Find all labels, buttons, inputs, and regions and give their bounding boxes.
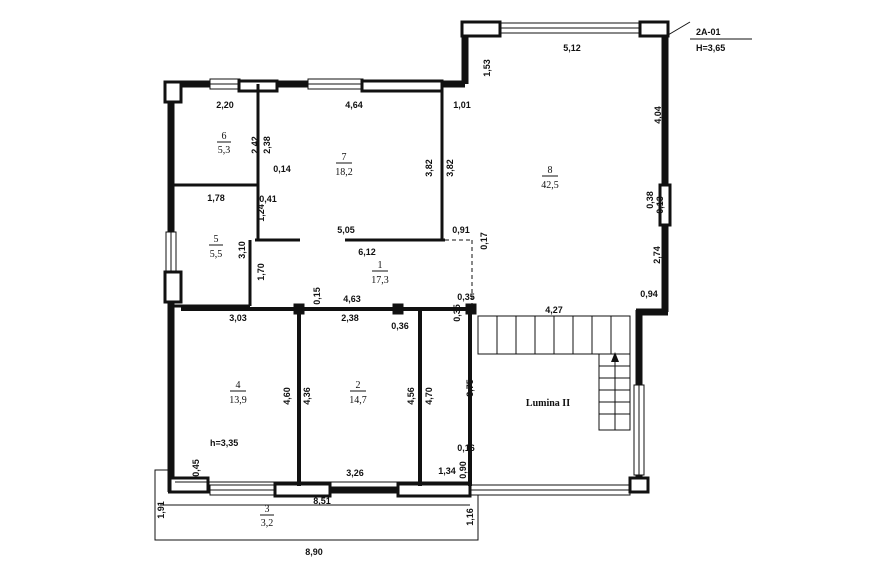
dim-3-10: 3,10 — [237, 241, 247, 259]
dim-0-15: 0,15 — [312, 287, 322, 305]
room-4-number: 4 — [236, 380, 241, 391]
dim-1-34: 1,34 — [438, 466, 456, 476]
dim-3-82-right: 3,82 — [445, 159, 455, 177]
room-1-area: 17,3 — [371, 275, 389, 286]
room-8-area: 42,5 — [541, 180, 559, 191]
dim-1-24: 1,24 — [256, 204, 266, 222]
dim-0-91: 0,91 — [452, 225, 470, 235]
room-3-number: 3 — [265, 504, 270, 515]
dim-1-01: 1,01 — [453, 100, 471, 110]
dim-0-38: 0,38 — [645, 191, 655, 209]
dim-3-26: 3,26 — [346, 468, 364, 478]
dimensions-vertical: 1,53 4,04 2,42 2,38 3,82 3,82 0,38 0,13 … — [156, 59, 665, 526]
dim-1-78: 1,78 — [207, 193, 225, 203]
dim-3-82-left: 3,82 — [424, 159, 434, 177]
dim-0-35-left: 0,35 — [452, 304, 462, 322]
dim-0-17: 0,17 — [479, 232, 489, 250]
dim-3-03: 3,03 — [229, 313, 247, 323]
dim-0-90: 0,90 — [458, 461, 468, 479]
dim-1-91: 1,91 — [156, 501, 166, 519]
room-labels: 1 17,3 2 14,7 3 3,2 4 13,9 5 5,5 6 5,3 7… — [209, 131, 570, 529]
stamp: 2A-01 H=3,65 — [667, 21, 752, 53]
dim-3-75: 3,75 — [465, 379, 475, 397]
dim-4-63: 4,63 — [343, 294, 361, 304]
room-6-number: 6 — [222, 131, 227, 142]
dim-4-27: 4,27 — [545, 305, 563, 315]
dim-8-90: 8,90 — [305, 547, 323, 557]
room-7-area: 18,2 — [335, 167, 353, 178]
room-5-area: 5,5 — [210, 249, 223, 260]
dim-2-20: 2,20 — [216, 100, 234, 110]
lumina-label: Lumina II — [526, 398, 570, 409]
stamp-height: H=3,65 — [696, 43, 725, 53]
dim-4-04: 4,04 — [653, 106, 663, 124]
dim-1-16: 1,16 — [465, 508, 475, 526]
room-7-number: 7 — [342, 152, 347, 163]
dim-4-36: 4,36 — [302, 387, 312, 405]
dim-0-16: 0,16 — [457, 443, 475, 453]
dim-2-38: 2,38 — [262, 136, 272, 154]
terrace-outline — [154, 469, 479, 541]
room-3-area: 3,2 — [261, 518, 274, 529]
dim-4-64: 4,64 — [345, 100, 363, 110]
dim-4-60: 4,60 — [282, 387, 292, 405]
dim-0-35-top: 0,35 — [457, 292, 475, 302]
dim-4-56: 4,56 — [406, 387, 416, 405]
dim-0-36: 0,36 — [391, 321, 409, 331]
interior-walls — [172, 84, 473, 486]
dim-0-41: 0,41 — [259, 194, 277, 204]
dim-0-13: 0,13 — [655, 196, 665, 214]
dimensions-horizontal: 5,12 2,20 4,64 1,01 0,14 1,78 0,41 5,05 … — [207, 43, 658, 557]
dim-0-94: 0,94 — [640, 289, 658, 299]
dim-5-05: 5,05 — [337, 225, 355, 235]
dim-6-12: 6,12 — [358, 247, 376, 257]
room-4-area: 13,9 — [229, 395, 247, 406]
dim-4-70: 4,70 — [424, 387, 434, 405]
dim-2-38-b: 2,38 — [341, 313, 359, 323]
dim-1-70: 1,70 — [256, 263, 266, 281]
dim-0-45: 0,45 — [191, 459, 201, 477]
room-6-area: 5,3 — [218, 145, 231, 156]
dim-8-51: 8,51 — [313, 496, 331, 506]
room-5-number: 5 — [214, 234, 219, 245]
stamp-code: 2A-01 — [696, 27, 721, 37]
room-2-number: 2 — [356, 380, 361, 391]
dim-0-14: 0,14 — [273, 164, 291, 174]
staircase — [477, 315, 631, 431]
height-note: h=3,35 — [210, 438, 238, 448]
dim-2-74: 2,74 — [652, 246, 662, 264]
dim-1-53: 1,53 — [482, 59, 492, 77]
room-8-number: 8 — [548, 165, 553, 176]
dim-2-42: 2,42 — [250, 136, 260, 154]
dim-5-12: 5,12 — [563, 43, 581, 53]
room-2-area: 14,7 — [349, 395, 367, 406]
piers — [163, 20, 672, 498]
room-1-number: 1 — [378, 260, 383, 271]
